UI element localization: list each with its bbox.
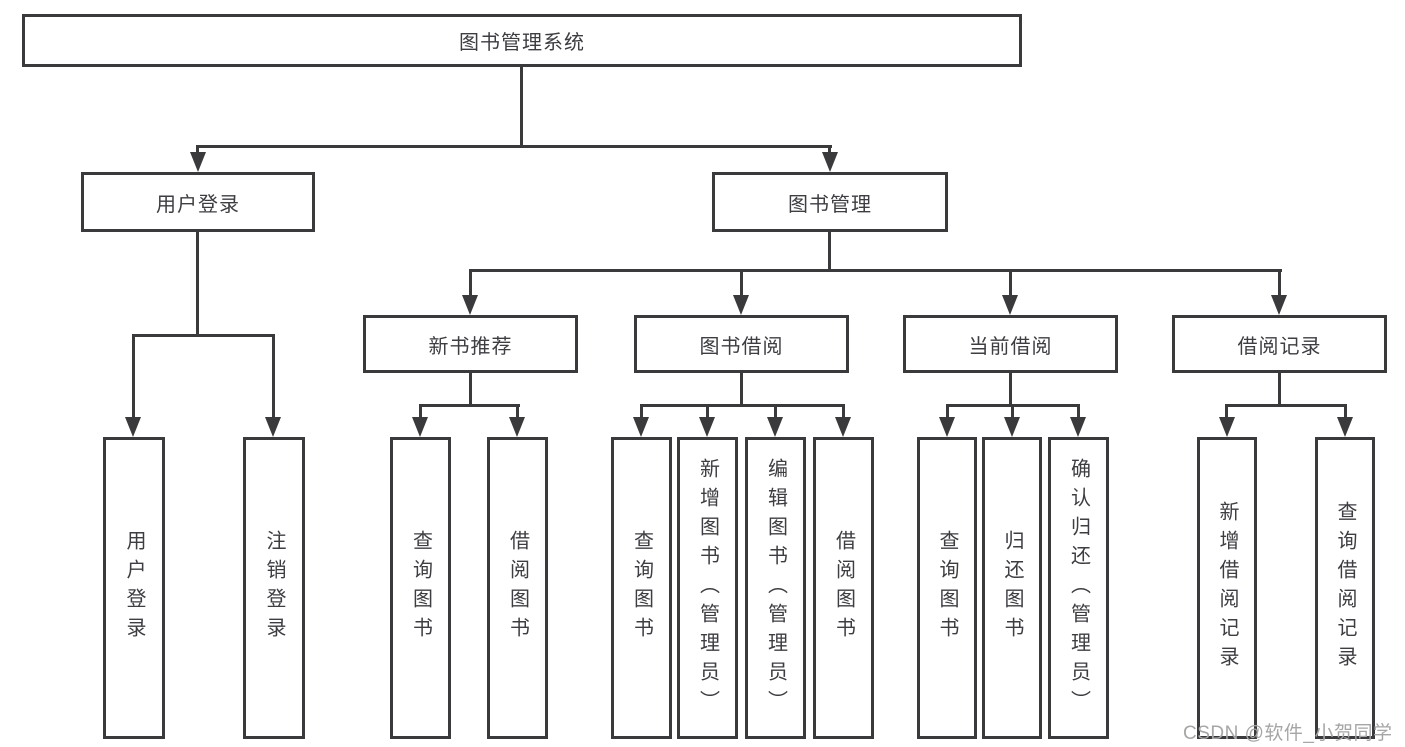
leaf-edit-books-admin-label: 编辑图书（管理员） [764, 457, 787, 719]
arrowhead-borrow1 [509, 417, 525, 437]
connector-user-login-bar [132, 334, 275, 337]
connector-drop-query3 [946, 404, 949, 419]
leaf-query-books-3-label: 查询图书 [936, 530, 958, 646]
arrowhead-add-record [1219, 417, 1235, 437]
connector-book-borrowing-stem [740, 373, 743, 407]
leaf-user-login: 用户登录 [103, 437, 165, 739]
arrowhead-query2 [633, 417, 649, 437]
connector-drop-return-books [1011, 404, 1014, 419]
leaf-borrow-books-2: 借阅图书 [813, 437, 874, 739]
leaf-borrow-books-1: 借阅图书 [487, 437, 548, 739]
leaf-query-books-1: 查询图书 [390, 437, 451, 739]
connector-drop-borrow2 [842, 404, 845, 419]
connector-drop-add-books [706, 404, 709, 419]
arrowhead-edit-books [767, 417, 783, 437]
node-user-login: 用户登录 [81, 172, 315, 232]
node-borrowing-records: 借阅记录 [1172, 315, 1387, 373]
connector-new-book-bar [419, 404, 520, 407]
connector-current-borrowing-stem [1009, 373, 1012, 407]
arrowhead-borrow2 [835, 417, 851, 437]
node-book-management-label: 图书管理 [788, 193, 872, 216]
connector-drop-borrowing-records [1278, 269, 1281, 297]
connector-drop-leaf-login [132, 334, 135, 419]
leaf-return-books-label: 归还图书 [1001, 530, 1023, 646]
connector-new-book-stem [469, 373, 472, 407]
connector-drop-edit-books [774, 404, 777, 419]
leaf-borrow-books-1-label: 借阅图书 [506, 530, 529, 646]
connector-drop-new-book [469, 269, 472, 297]
leaf-add-books-admin: 新增图书（管理员） [677, 437, 738, 739]
node-current-borrowing: 当前借阅 [903, 315, 1118, 373]
connector-user-login-stem [196, 232, 199, 337]
leaf-confirm-return-admin: 确认归还（管理员） [1048, 437, 1109, 739]
node-book-borrowing: 图书借阅 [634, 315, 849, 373]
arrowhead-leaf-login [125, 417, 141, 437]
leaf-query-books-2-label: 查询图书 [630, 530, 653, 646]
leaf-query-books-1-label: 查询图书 [409, 530, 432, 646]
arrowhead-book-borrowing [733, 295, 749, 315]
connector-root-bar [196, 145, 832, 148]
node-new-book-recommend: 新书推荐 [363, 315, 578, 373]
node-current-borrowing-label: 当前借阅 [968, 335, 1053, 358]
node-book-management: 图书管理 [712, 172, 948, 232]
node-user-login-label: 用户登录 [156, 193, 240, 216]
node-borrowing-records-label: 借阅记录 [1237, 335, 1322, 358]
connector-drop-confirm-return [1077, 404, 1080, 419]
node-root: 图书管理系统 [22, 14, 1022, 67]
arrowhead-query1 [412, 417, 428, 437]
arrowhead-user-login [190, 152, 206, 172]
connector-drop-add-record [1225, 404, 1228, 419]
connector-book-borrowing-bar [640, 404, 845, 407]
connector-drop-user-login [196, 145, 199, 154]
arrowhead-query-record [1337, 417, 1353, 437]
arrowhead-return-books [1004, 417, 1020, 437]
leaf-add-books-admin-label: 新增图书（管理员） [696, 457, 719, 719]
connector-drop-book-borrowing [740, 269, 743, 297]
leaf-query-borrow-record-label: 查询借阅记录 [1334, 501, 1356, 675]
arrowhead-book-management [822, 152, 838, 172]
node-book-borrowing-label: 图书借阅 [699, 335, 784, 358]
connector-drop-query1 [419, 404, 422, 419]
connector-drop-query2 [640, 404, 643, 419]
arrowhead-confirm-return [1070, 417, 1086, 437]
connector-borrowing-records-stem [1278, 373, 1281, 407]
arrowhead-current-borrowing [1002, 295, 1018, 315]
connector-root-stem [520, 67, 523, 148]
leaf-logout: 注销登录 [243, 437, 305, 739]
leaf-add-borrow-record: 新增借阅记录 [1197, 437, 1257, 739]
csdn-watermark: CSDN @软件_小贺同学 [1183, 723, 1393, 744]
connector-drop-borrow1 [516, 404, 519, 419]
arrowhead-leaf-logout [265, 417, 281, 437]
leaf-logout-label: 注销登录 [263, 530, 285, 646]
arrowhead-add-books [699, 417, 715, 437]
connector-drop-book-management [828, 145, 831, 154]
arrowhead-new-book [462, 295, 478, 315]
arrowhead-borrowing-records [1271, 295, 1287, 315]
arrowhead-query3 [939, 417, 955, 437]
connector-drop-current-borrowing [1009, 269, 1012, 297]
connector-borrowing-records-bar [1225, 404, 1347, 407]
leaf-query-books-3: 查询图书 [917, 437, 977, 739]
node-root-label: 图书管理系统 [459, 32, 585, 54]
connector-drop-leaf-logout [272, 334, 275, 419]
leaf-return-books: 归还图书 [982, 437, 1042, 739]
connector-book-management-bar [469, 269, 1282, 272]
leaf-user-login-label: 用户登录 [123, 530, 145, 646]
leaf-add-borrow-record-label: 新增借阅记录 [1216, 501, 1238, 675]
leaf-edit-books-admin: 编辑图书（管理员） [745, 437, 806, 739]
leaf-borrow-books-2-label: 借阅图书 [832, 530, 855, 646]
node-new-book-recommend-label: 新书推荐 [428, 335, 513, 358]
leaf-confirm-return-admin-label: 确认归还（管理员） [1067, 457, 1090, 719]
connector-drop-query-record [1344, 404, 1347, 419]
leaf-query-borrow-record: 查询借阅记录 [1315, 437, 1375, 739]
connector-book-management-stem [828, 232, 831, 272]
leaf-query-books-2: 查询图书 [611, 437, 672, 739]
